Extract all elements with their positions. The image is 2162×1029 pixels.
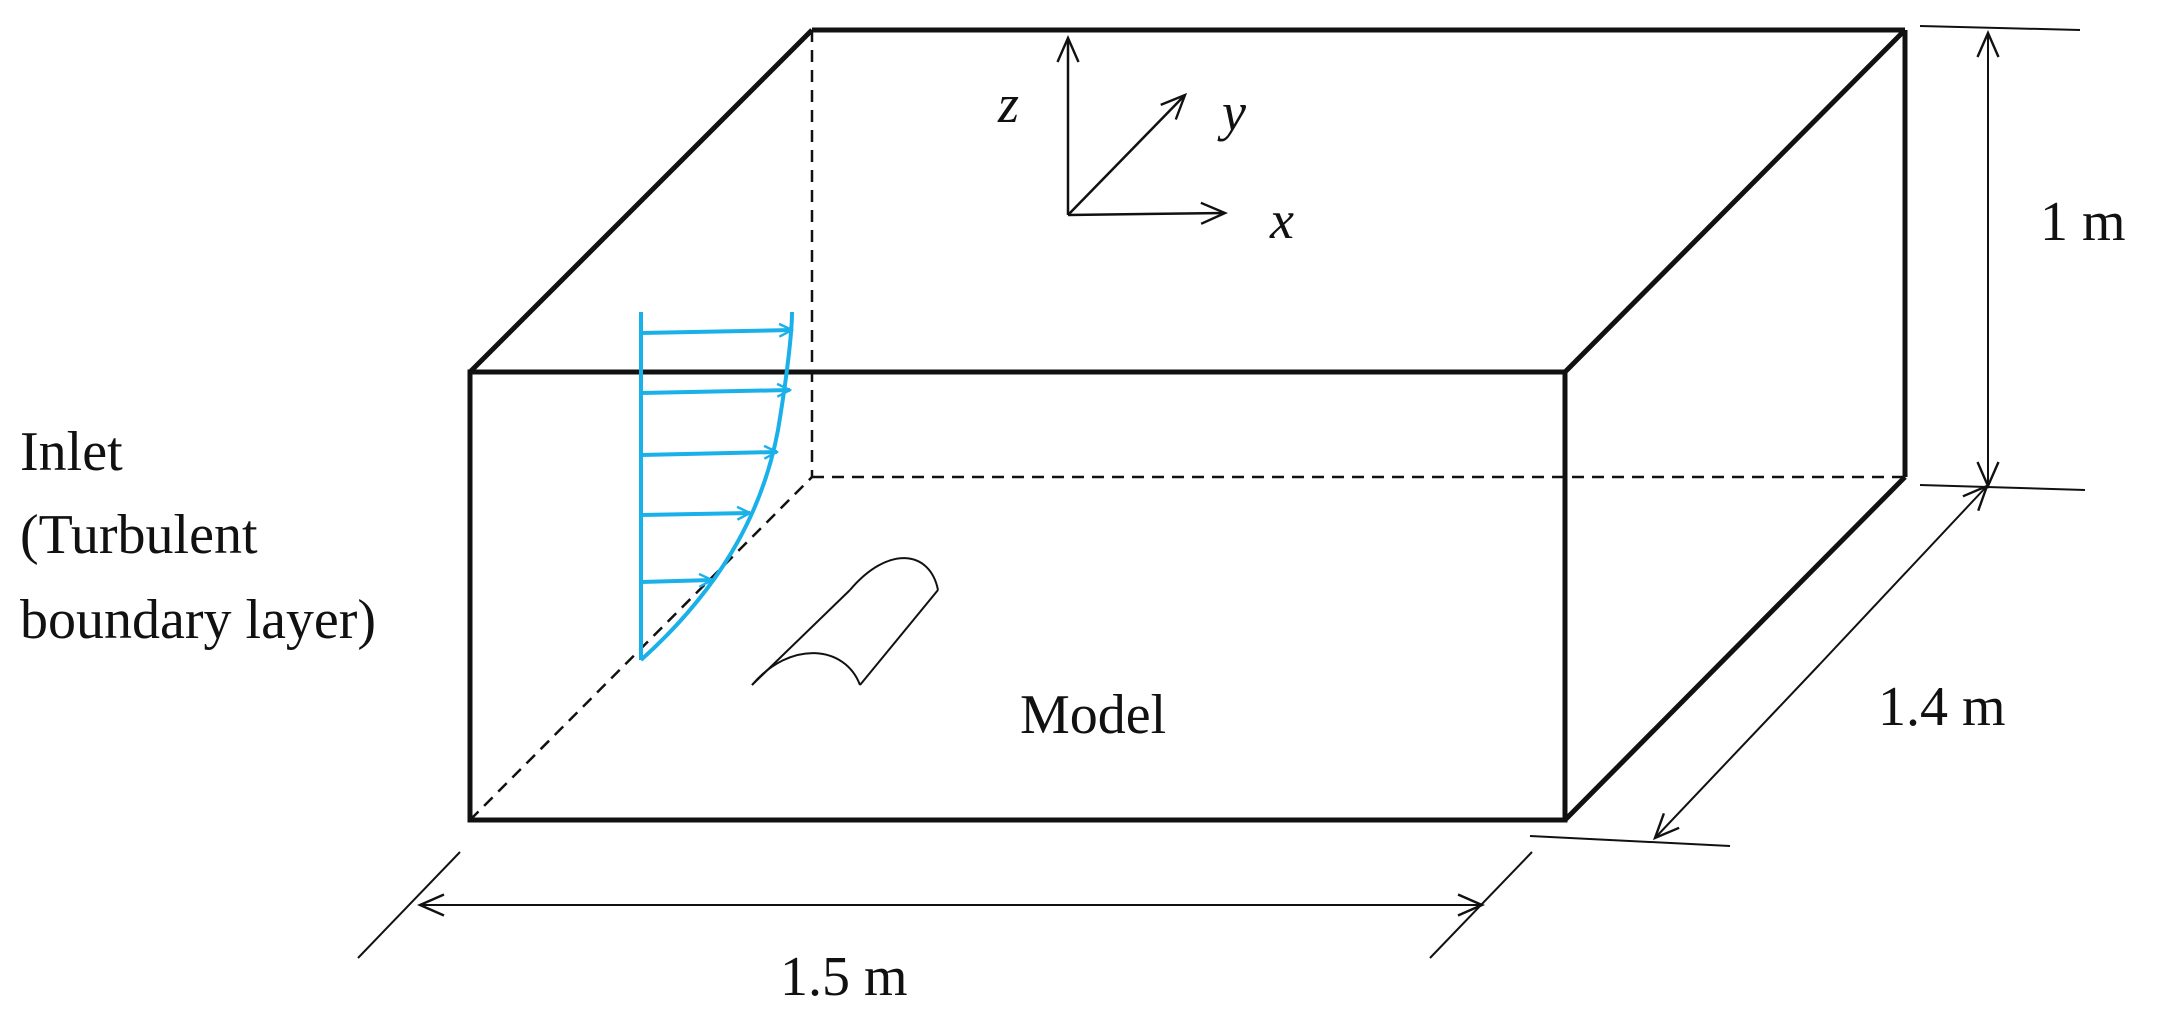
width-extension-left	[357, 851, 461, 959]
depth-dimension-arrow-2	[1652, 663, 1821, 841]
x-axis-label: x	[1269, 190, 1294, 250]
inlet-label-line1: Inlet	[20, 421, 123, 483]
depth-dimension	[1529, 483, 1990, 847]
profile-arrow-3	[640, 452, 777, 455]
bottom-right-depth-edge	[1563, 475, 1907, 822]
profile-arrow-4	[640, 513, 750, 515]
depth-dimension-arrow	[1819, 483, 1990, 665]
height-label: 1 m	[2040, 191, 2126, 253]
profile-arrow-2	[640, 390, 790, 393]
inlet-label-line3: boundary layer)	[20, 589, 376, 651]
y-axis-label: y	[1217, 82, 1246, 142]
width-dimension	[357, 851, 1533, 959]
height-dimension	[1919, 25, 2086, 491]
height-extension-bottom	[1919, 484, 2086, 491]
z-axis-label: z	[997, 74, 1019, 134]
model-right-edge	[859, 589, 939, 686]
profile-curve	[639, 311, 794, 662]
model-back-arc	[849, 557, 939, 591]
depth-extension-bottom	[1529, 835, 1731, 847]
profile-arrow-5	[640, 580, 712, 582]
coordinate-axes	[1056, 35, 1228, 225]
hidden-edges	[469, 30, 1905, 821]
profile-arrow-1	[640, 330, 792, 333]
model-left-edge	[751, 589, 851, 686]
height-extension-top	[1919, 25, 2081, 31]
front-face	[467, 369, 1568, 823]
top-left-depth-edge	[468, 28, 814, 374]
top-right-depth-edge	[1563, 28, 1907, 374]
velocity-profile	[639, 311, 794, 662]
box-edges	[467, 27, 1908, 823]
model-label: Model	[1020, 684, 1166, 746]
width-label: 1.5 m	[780, 946, 908, 1008]
y-axis-arrow	[1067, 92, 1188, 216]
depth-label: 1.4 m	[1878, 676, 2006, 738]
x-axis-arrow	[1067, 201, 1228, 225]
inlet-label-line2: (Turbulent	[20, 504, 258, 566]
model-shape	[751, 557, 939, 686]
